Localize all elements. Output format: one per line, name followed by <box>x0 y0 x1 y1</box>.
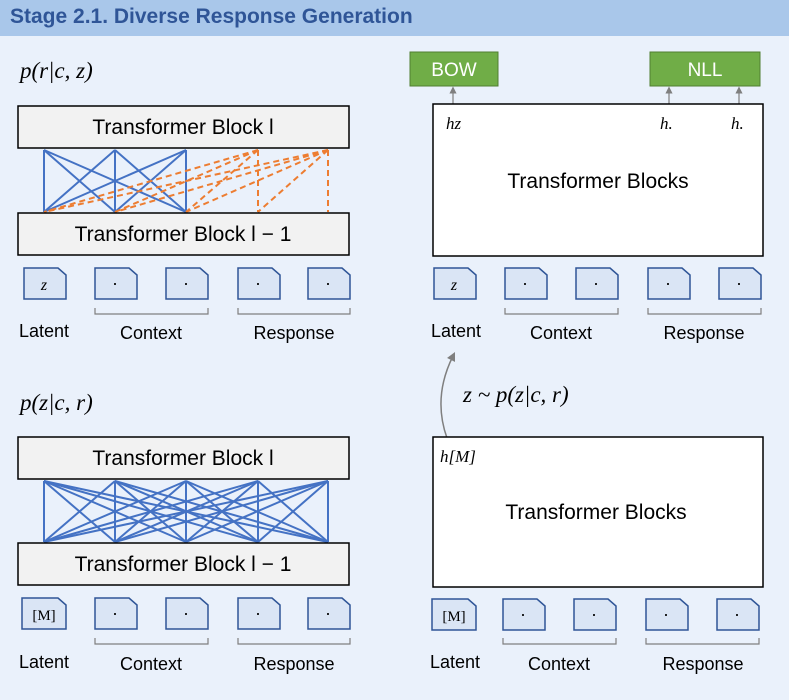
transformer-block-l-label: Transformer Block l <box>92 447 273 470</box>
output-nll-label: NLL <box>688 60 723 81</box>
token-response-2-text: · <box>325 603 331 623</box>
top-right-panel: BOW NLL hz h. h. Transformer Blocks z · … <box>409 51 764 343</box>
label-context: Context <box>120 654 182 674</box>
token-context-1-text: · <box>112 603 118 623</box>
transformer-block-l-minus-1-label: Transformer Block l − 1 <box>75 553 292 576</box>
label-response: Response <box>662 654 743 674</box>
token-response-1 <box>647 267 691 300</box>
token-context-2-text: · <box>593 273 599 293</box>
token-response-2 <box>718 267 762 300</box>
token-mask-text: [M] <box>442 609 465 625</box>
response-bracket <box>645 638 760 645</box>
label-response: Response <box>253 323 334 343</box>
transformer-block-l-minus-1 <box>17 542 350 586</box>
token-context-2-text: · <box>183 273 189 293</box>
hidden-h-mask: h[M] <box>440 447 476 466</box>
response-bracket <box>237 308 351 315</box>
token-response-1-text: · <box>255 273 261 293</box>
label-context: Context <box>528 654 590 674</box>
token-response-2-text: · <box>325 273 331 293</box>
token-row: [M] · · · · <box>21 597 351 630</box>
token-response-1-text: · <box>663 604 669 624</box>
token-row: [M] · · · · <box>431 598 760 631</box>
token-context-1 <box>94 267 138 300</box>
label-latent: Latent <box>19 321 69 341</box>
hidden-h-2: h. <box>731 114 744 133</box>
label-context: Context <box>120 323 182 343</box>
bottom-left-panel: p(z|c, r) Transformer Block l <box>17 390 351 674</box>
response-bracket <box>237 638 351 645</box>
token-response-2 <box>307 597 351 630</box>
token-latent-text: z <box>450 277 458 294</box>
output-bow <box>409 51 499 87</box>
transformer-blocks-bottom-label: Transformer Blocks <box>505 501 686 524</box>
transformer-block-l-minus-1 <box>17 212 350 256</box>
sample-formula: z ~ p(z|c, r) <box>462 382 569 407</box>
attention-lines-full <box>43 480 329 543</box>
token-response-2-text: · <box>736 273 742 293</box>
token-row: z · · · · <box>23 267 351 300</box>
header-bar: Stage 2.1. Diverse Response Generation <box>0 0 789 36</box>
token-response-1 <box>237 267 281 300</box>
token-context-2 <box>575 267 619 300</box>
token-mask-text: [M] <box>32 608 55 624</box>
token-mask <box>21 597 67 630</box>
token-latent <box>433 267 477 300</box>
response-bracket <box>647 308 762 315</box>
token-latent-text: z <box>40 277 48 294</box>
label-latent: Latent <box>431 321 481 341</box>
token-context-1-text: · <box>112 273 118 293</box>
hidden-hz: hz <box>446 114 462 133</box>
transformer-block-l-minus-1-label: Transformer Block l − 1 <box>75 223 292 246</box>
transformer-blocks-top <box>432 103 764 257</box>
transformer-block-l <box>17 436 350 480</box>
token-row: z · · · · <box>433 267 762 300</box>
token-response-2 <box>716 598 760 631</box>
token-context-1-text: · <box>522 273 528 293</box>
token-context-2 <box>573 598 617 631</box>
token-response-2 <box>307 267 351 300</box>
label-latent: Latent <box>430 652 480 672</box>
token-context-1 <box>504 267 548 300</box>
token-response-2-text: · <box>734 604 740 624</box>
stage-title: Stage 2.1. Diverse Response Generation <box>10 5 413 28</box>
transformer-block-l-label: Transformer Block l <box>92 116 273 139</box>
hidden-h-1: h. <box>660 114 673 133</box>
transformer-block-l <box>17 105 350 149</box>
transformer-blocks-top-label: Transformer Blocks <box>507 170 688 193</box>
label-response: Response <box>253 654 334 674</box>
context-bracket <box>94 308 209 315</box>
token-response-1 <box>237 597 281 630</box>
token-context-1-text: · <box>520 604 526 624</box>
token-mask <box>431 598 477 631</box>
token-latent <box>23 267 67 300</box>
formula-p-r-given-c-z: p(r|c, z) <box>18 58 93 83</box>
formula-p-z-given-c-r: p(z|c, r) <box>18 390 93 415</box>
token-context-1 <box>94 597 138 630</box>
token-context-2 <box>165 267 209 300</box>
transformer-blocks-bottom <box>432 436 764 588</box>
context-bracket <box>94 638 209 645</box>
output-bow-label: BOW <box>431 60 476 81</box>
bottom-right-panel: z ~ p(z|c, r) h[M] Transformer Blocks [M… <box>430 351 764 674</box>
token-response-1-text: · <box>255 603 261 623</box>
context-bracket <box>502 638 617 645</box>
attention-lines-partial <box>43 149 329 213</box>
context-bracket <box>504 308 619 315</box>
label-response: Response <box>663 323 744 343</box>
token-context-1 <box>502 598 546 631</box>
token-context-2-text: · <box>591 604 597 624</box>
top-left-panel: p(r|c, z) Transformer Block l <box>17 58 351 343</box>
label-latent: Latent <box>19 652 69 672</box>
token-response-1-text: · <box>665 273 671 293</box>
token-response-1 <box>645 598 689 631</box>
output-nll <box>649 51 761 87</box>
token-context-2-text: · <box>183 603 189 623</box>
token-context-2 <box>165 597 209 630</box>
label-context: Context <box>530 323 592 343</box>
sample-arrow <box>440 351 456 439</box>
